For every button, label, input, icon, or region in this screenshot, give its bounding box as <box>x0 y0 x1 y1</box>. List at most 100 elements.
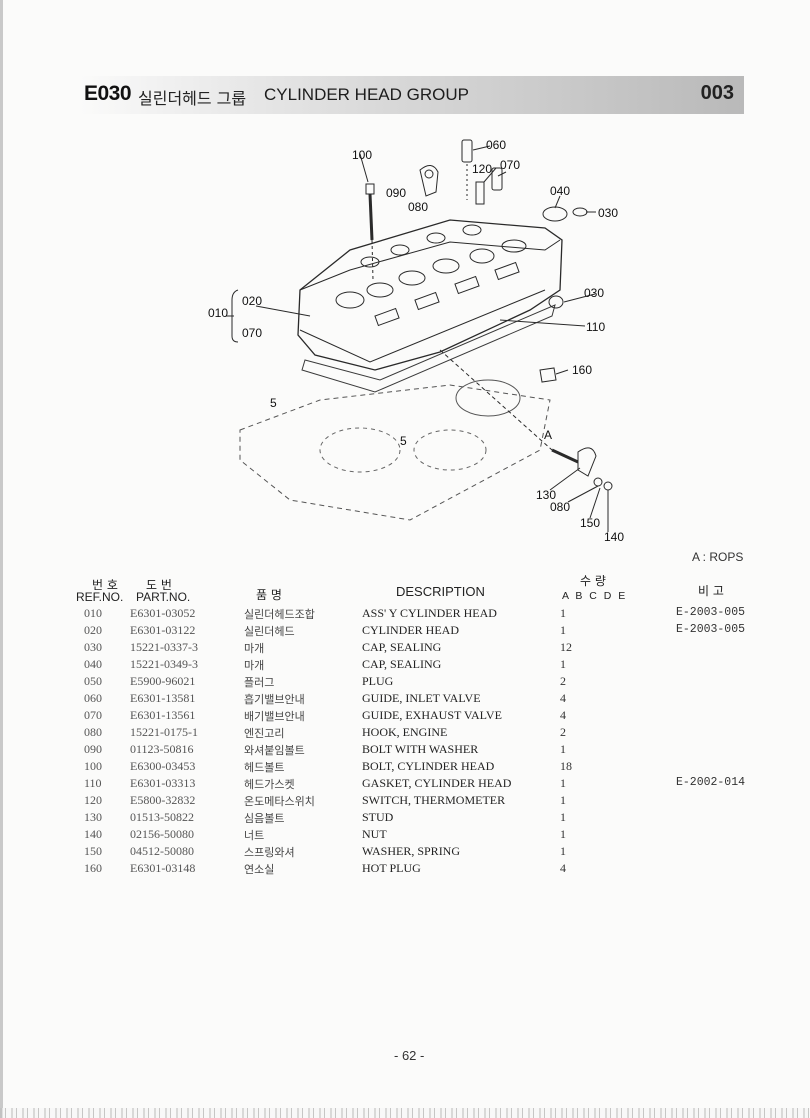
ref-no: 020 <box>84 623 102 637</box>
part-no: E6301-03052 <box>130 606 196 620</box>
remarks: E-2003-005 <box>676 623 746 636</box>
part-no: E5800-32832 <box>130 793 196 807</box>
table-row: 030 15221-0337-3 마개 CAP, SEALING 12 <box>0 640 810 657</box>
part-name-korean: 배기밸브안내 <box>244 710 305 723</box>
description: HOOK, ENGINE <box>362 725 448 739</box>
callout-060: 060 <box>486 138 507 152</box>
ref-no: 110 <box>84 776 102 790</box>
remarks: E-2002-014 <box>676 776 746 789</box>
table-row: 020 E6301-03122 실린더헤드 CYLINDER HEAD 1 E-… <box>0 623 810 640</box>
ref-no: 040 <box>84 657 102 671</box>
ref-no: 080 <box>84 725 102 739</box>
quantity: 1 <box>560 810 566 824</box>
ref-no: 030 <box>84 640 102 654</box>
quantity: 1 <box>560 623 566 637</box>
callout-080: 080 <box>408 200 429 214</box>
ref-no: 140 <box>84 827 102 841</box>
description: NUT <box>362 827 387 841</box>
quantity: 2 <box>560 725 566 739</box>
description: STUD <box>362 810 394 824</box>
part-name-korean: 와셔붙임볼트 <box>244 744 305 757</box>
part-no: 15221-0349-3 <box>130 657 198 671</box>
quantity: 1 <box>560 657 566 671</box>
table-row: 140 02156-50080 너트 NUT 1 <box>0 827 810 844</box>
callout-160: 160 <box>572 363 593 377</box>
ref-no: 060 <box>84 691 102 705</box>
callout-070: 070 <box>500 158 521 172</box>
callout-010: 010 <box>208 306 229 320</box>
description: CYLINDER HEAD <box>362 623 459 637</box>
table-row: 090 01123-50816 와셔붙임볼트 BOLT WITH WASHER … <box>0 742 810 759</box>
part-name-korean: 흡기밸브안내 <box>244 693 305 706</box>
quantity-header-korean: 수 량 <box>580 574 606 588</box>
callout-080: 080 <box>550 500 571 514</box>
table-row: 050 E5900-96021 플러그 PLUG 2 <box>0 674 810 691</box>
ref-no: 160 <box>84 861 102 875</box>
part-name-korean: 헤드가스켓 <box>244 778 295 791</box>
part-no: 15221-0175-1 <box>130 725 198 739</box>
description: BOLT, CYLINDER HEAD <box>362 759 495 773</box>
table-row: 150 04512-50080 스프링와셔 WASHER, SPRING 1 <box>0 844 810 861</box>
quantity: 4 <box>560 861 566 875</box>
part-header: PART.NO. <box>136 590 191 604</box>
quantity: 4 <box>560 691 566 705</box>
description-header: DESCRIPTION <box>396 584 485 599</box>
ref-no: 090 <box>84 742 102 756</box>
description: GUIDE, EXHAUST VALVE <box>362 708 502 722</box>
quantity: 4 <box>560 708 566 722</box>
description: SWITCH, THERMOMETER <box>362 793 506 807</box>
remarks-header-korean: 비 고 <box>698 584 724 598</box>
part-name-korean: 연소실 <box>244 863 275 876</box>
part-no: 04512-50080 <box>130 844 194 858</box>
quantity: 1 <box>560 844 566 858</box>
quantity-columns-header: A B C D E <box>562 590 626 602</box>
quantity: 1 <box>560 827 566 841</box>
part-no: E5900-96021 <box>130 674 196 688</box>
group-code: E030 <box>84 82 132 105</box>
description: GASKET, CYLINDER HEAD <box>362 776 512 790</box>
part-no: E6301-03122 <box>130 623 196 637</box>
ref-no: 070 <box>84 708 102 722</box>
callout-030: 030 <box>584 286 605 300</box>
part-name-korean: 헤드볼트 <box>244 761 285 774</box>
callout-100: 100 <box>352 148 373 162</box>
ref-header: REF.NO. <box>76 590 124 604</box>
name-header-korean: 품 명 <box>256 588 282 602</box>
part-no: 02156-50080 <box>130 827 194 841</box>
part-no: 01123-50816 <box>130 742 194 756</box>
page-edge-shadow <box>0 0 3 1118</box>
table-row: 080 15221-0175-1 엔진고리 HOOK, ENGINE 2 <box>0 725 810 742</box>
table-row: 110 E6301-03313 헤드가스켓 GASKET, CYLINDER H… <box>0 776 810 793</box>
part-name-korean: 스프링와셔 <box>244 846 295 859</box>
page-code: 003 <box>700 82 734 104</box>
ref-no: 050 <box>84 674 102 688</box>
part-name-korean: 마개 <box>244 642 265 655</box>
part-name-korean: 실린더헤드 <box>244 625 295 638</box>
part-name-korean: 너트 <box>244 829 265 842</box>
table-row: 130 01513-50822 심음볼트 STUD 1 <box>0 810 810 827</box>
callout-030: 030 <box>598 206 619 220</box>
table-row: 010 E6301-03052 실린더헤드조합 ASS' Y CYLINDER … <box>0 606 810 623</box>
remarks: E-2003-005 <box>676 606 746 619</box>
description: CAP, SEALING <box>362 657 442 671</box>
quantity: 1 <box>560 776 566 790</box>
callout-070: 070 <box>242 326 263 340</box>
page-number: - 62 - <box>394 1048 425 1063</box>
callout-150: 150 <box>580 516 601 530</box>
ref-no: 120 <box>84 793 102 807</box>
diagram-drawing <box>226 139 613 532</box>
part-name-korean: 엔진고리 <box>244 727 285 740</box>
description: PLUG <box>362 674 394 688</box>
callout-110: 110 <box>586 320 606 334</box>
part-no: E6300-03453 <box>130 759 196 773</box>
part-name-korean: 마개 <box>244 659 265 672</box>
ref-no: 100 <box>84 759 102 773</box>
group-title-english: CYLINDER HEAD GROUP <box>264 85 469 104</box>
rops-note: A : ROPS <box>692 550 744 564</box>
description: CAP, SEALING <box>362 640 442 654</box>
part-no: 15221-0337-3 <box>130 640 198 654</box>
table-row: 060 E6301-13581 흡기밸브안내 GUIDE, INLET VALV… <box>0 691 810 708</box>
table-row: 070 E6301-13561 배기밸브안내 GUIDE, EXHAUST VA… <box>0 708 810 725</box>
ref-header-korean: 번 호 <box>92 578 118 592</box>
table-row: 160 E6301-03148 연소실 HOT PLUG 4 <box>0 861 810 878</box>
